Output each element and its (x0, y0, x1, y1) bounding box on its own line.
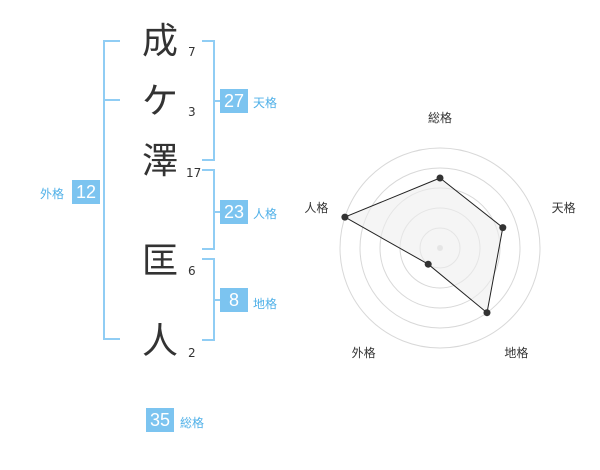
radar-grid-ring (359, 167, 521, 329)
chikaku-value-badge: 8 (220, 288, 248, 312)
soukaku-value-badge: 35 (146, 408, 174, 432)
stroke-count-3: 17 (186, 166, 202, 180)
stroke-count-4: 6 (188, 264, 196, 278)
radar-axis-label-1: 総格 (428, 110, 452, 125)
jinkaku-label: 人格 (253, 207, 278, 221)
stroke-count-2: 3 (188, 105, 196, 119)
name-char-3: 澤 (141, 141, 178, 182)
stroke-count-5: 2 (188, 346, 196, 360)
radar-grid-ring (339, 147, 541, 349)
soukaku-label: 総格 (180, 416, 205, 430)
name-char-2: ケ (141, 81, 178, 122)
radar-point-4 (424, 260, 432, 268)
radar-data-polygon (343, 177, 504, 314)
gaikaku-label: 外格 (40, 187, 65, 201)
radar-point-3 (483, 309, 491, 317)
gaikaku-value-badge: 12 (72, 180, 100, 204)
radar-axis-label-3: 地格 (504, 345, 528, 360)
name-char-4: 匡 (141, 241, 178, 282)
name-char-1: 成 (141, 21, 178, 62)
radar-axis-label-4: 外格 (352, 345, 376, 360)
radar-point-1 (436, 174, 444, 182)
tenkaku-value-badge: 27 (220, 89, 248, 113)
name-char-5: 人 (141, 321, 178, 362)
stroke-count-1: 7 (188, 45, 196, 59)
chikaku-label: 地格 (253, 297, 278, 311)
tenkaku-label: 天格 (253, 96, 278, 110)
jinkaku-value-badge: 23 (220, 200, 248, 224)
radar-point-2 (499, 224, 507, 232)
radar-axis-label-2: 天格 (552, 200, 576, 215)
radar-point-5 (341, 213, 349, 221)
radar-axis-label-5: 人格 (304, 200, 328, 215)
